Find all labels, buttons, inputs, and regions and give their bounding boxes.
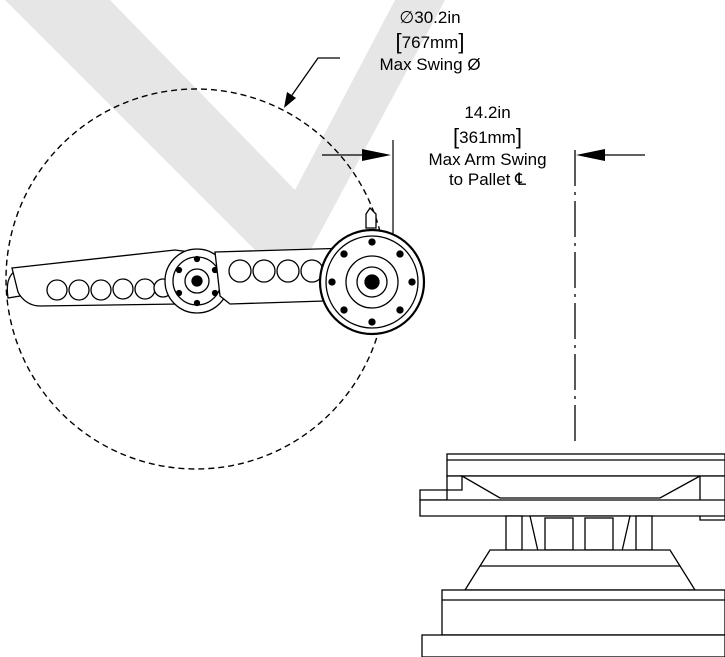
diameter-inches: 30.2in <box>414 8 461 27</box>
base-body <box>441 589 725 636</box>
diameter-caption: Max Swing Ø <box>379 55 481 74</box>
floor-plate <box>421 634 725 657</box>
pallet-base <box>419 453 725 657</box>
arm-swing-metric-line: [361mm] <box>453 124 522 149</box>
arm-swing-callout: 14.2in [361mm] Max Arm Swing to Pallet ℄ <box>400 103 575 190</box>
diameter-inches-line: ∅30.2in <box>360 8 500 28</box>
arm-swing-caption-line1: Max Arm Swing <box>428 150 547 169</box>
cable-connector <box>365 206 377 229</box>
arm-swing-caption-line2-wrap: to Pallet ℄ <box>400 170 575 190</box>
diameter-metric-line: [767mm] <box>395 29 465 54</box>
shoulder-joint <box>318 228 426 336</box>
left-support <box>505 515 523 551</box>
watermark-mark <box>5 0 445 270</box>
robot-arm <box>6 206 426 336</box>
arm-swing-metric: 361mm <box>459 128 516 147</box>
diameter-symbol: ∅ <box>399 8 415 27</box>
elbow-joint <box>164 248 230 314</box>
pallet-dome <box>459 475 701 499</box>
diameter-leader-arrowhead <box>284 92 296 108</box>
centerline-symbol: ℄ <box>515 170 527 189</box>
right-support <box>635 515 653 551</box>
diameter-metric: 767mm <box>401 33 459 52</box>
diameter-leader <box>289 57 340 99</box>
arm-swing-inches: 14.2in <box>464 103 511 122</box>
diameter-callout: ∅30.2in [767mm] Max Swing Ø <box>360 8 500 75</box>
base-skirt <box>463 549 697 591</box>
pallet-frame <box>419 499 725 517</box>
pallet-left-flange <box>419 475 463 501</box>
arm-dimension-arrowhead-left <box>362 149 391 161</box>
pallet-top-plate <box>446 453 725 477</box>
arm-dimension-arrowhead-right <box>576 149 605 161</box>
arm-swing-caption-line2: to Pallet <box>448 170 511 189</box>
